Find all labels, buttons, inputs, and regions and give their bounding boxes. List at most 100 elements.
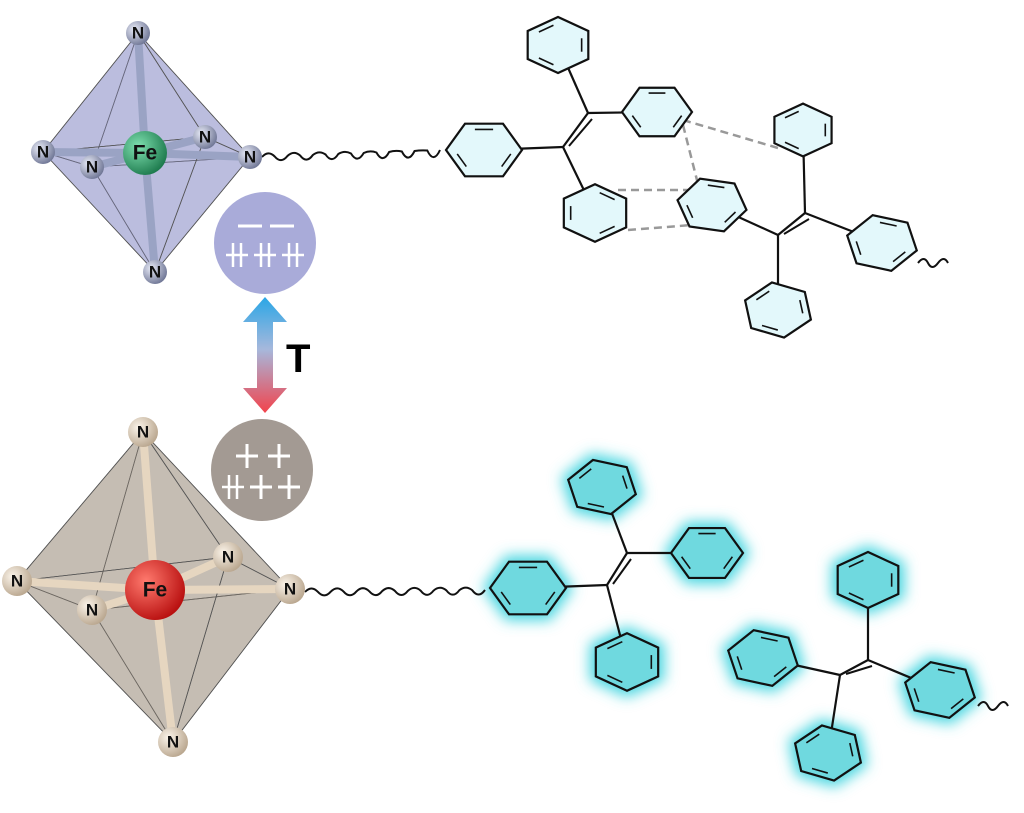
- low-spin-electron-configuration-icon: [214, 192, 316, 294]
- aromatic-bond: [723, 556, 734, 570]
- phenyl-ring: [669, 526, 745, 580]
- nitrogen-label: N: [137, 423, 149, 442]
- aromatic-bond: [937, 668, 955, 674]
- phenyl-ring: [620, 86, 694, 138]
- wavy-linker: [304, 586, 486, 597]
- nitrogen-atom: [193, 125, 217, 149]
- double-bond: [606, 552, 628, 586]
- aromatic-bond: [538, 57, 554, 66]
- nitrogen-label: N: [86, 158, 98, 177]
- paired-electrons: [282, 243, 304, 267]
- temperature-double-arrow-icon: [243, 297, 287, 413]
- aromatic-bond: [755, 290, 770, 301]
- high-spin-electron-configuration-icon: [211, 419, 313, 521]
- tpe-molecule-1: [444, 15, 694, 244]
- phenyl-ring: [773, 102, 833, 158]
- aromatic-bond: [607, 674, 623, 684]
- tpe-molecule-3: [488, 458, 745, 693]
- aromatic-bond: [761, 324, 779, 331]
- nitrogen-label: N: [284, 580, 296, 599]
- phenyl-ring: [444, 122, 524, 178]
- nitrogen-label: N: [11, 572, 23, 591]
- aromatic-bond: [913, 688, 920, 702]
- aromatic-bond: [599, 191, 615, 201]
- double-bond: [845, 665, 873, 675]
- aromatic-bond: [799, 299, 804, 314]
- nitrogen-label: N: [167, 733, 179, 752]
- aromatic-bond: [784, 141, 800, 150]
- aromatic-bond: [672, 115, 683, 128]
- aromatic-bond: [500, 591, 511, 606]
- tpe-molecule-2: [676, 102, 949, 339]
- double-bond: [783, 218, 810, 235]
- nitrogen-label: N: [199, 128, 211, 147]
- aromatic-bond: [848, 559, 864, 568]
- aromatic-bond: [805, 733, 820, 744]
- dashed-interaction-line: [682, 118, 779, 150]
- aromatic-bond: [578, 468, 592, 480]
- aromatic-bond: [950, 698, 964, 710]
- phenyl-ring: [526, 15, 590, 75]
- single-electron: [278, 475, 300, 499]
- nitrogen-label: N: [244, 148, 256, 167]
- iron-atom: [123, 131, 167, 175]
- aromatic-bond: [501, 153, 512, 168]
- single-electron: [250, 475, 272, 499]
- aromatic-bond: [849, 742, 854, 757]
- iron-label: Fe: [133, 142, 158, 165]
- nitrogen-atom: [77, 595, 107, 625]
- nitrogen-atom: [158, 727, 188, 757]
- nitrogen-atom: [31, 140, 55, 164]
- wavy-linker: [261, 149, 441, 162]
- nitrogen-atom: [128, 417, 158, 447]
- nitrogen-atom: [213, 542, 243, 572]
- nitrogen-atom: [80, 155, 104, 179]
- aromatic-bond: [587, 502, 605, 508]
- wavy-linker: [977, 701, 1009, 711]
- double-bond: [562, 112, 589, 148]
- nitrogen-atom: [143, 260, 167, 284]
- double-bond: [568, 118, 593, 147]
- nitrogen-atom: [275, 574, 305, 604]
- single-electron: [268, 444, 290, 468]
- aromatic-bond: [811, 767, 829, 774]
- single-electron: [236, 444, 258, 468]
- aromatic-bond: [538, 24, 554, 33]
- aromatic-bond: [773, 666, 787, 678]
- nitrogen-label: N: [149, 263, 161, 282]
- paired-electrons: [226, 243, 248, 267]
- phenyl-ring: [488, 560, 568, 616]
- nitrogen-label: N: [37, 143, 49, 162]
- nitrogen-atom: [2, 566, 32, 596]
- double-bond: [777, 212, 806, 236]
- aromatic-bond: [892, 251, 906, 263]
- aromatic-bond: [848, 592, 864, 601]
- phenyl-ring: [562, 182, 628, 244]
- double-bond: [839, 659, 869, 676]
- aromatic-bond: [707, 184, 725, 189]
- aromatic-bond: [631, 115, 642, 128]
- wavy-linker: [917, 258, 949, 268]
- aromatic-bond: [760, 636, 778, 642]
- aromatic-bond: [686, 204, 694, 219]
- paired-electrons: [254, 243, 276, 267]
- aromatic-bond: [599, 225, 615, 235]
- nitrogen-label: N: [86, 601, 98, 620]
- temperature-label: T: [286, 337, 310, 381]
- aromatic-bond: [855, 241, 862, 255]
- double-bond: [612, 558, 632, 585]
- aromatic-bond: [879, 221, 897, 227]
- aromatic-bond: [784, 110, 800, 119]
- aromatic-bond: [545, 591, 556, 606]
- nitrogen-label: N: [222, 548, 234, 567]
- aromatic-bond: [456, 153, 467, 168]
- nitrogen-atom: [126, 21, 150, 45]
- nitrogen-atom: [238, 145, 262, 169]
- iron-label: Fe: [143, 579, 168, 602]
- paired-electrons: [222, 475, 244, 499]
- nitrogen-label: N: [132, 24, 144, 43]
- aromatic-bond: [607, 640, 623, 650]
